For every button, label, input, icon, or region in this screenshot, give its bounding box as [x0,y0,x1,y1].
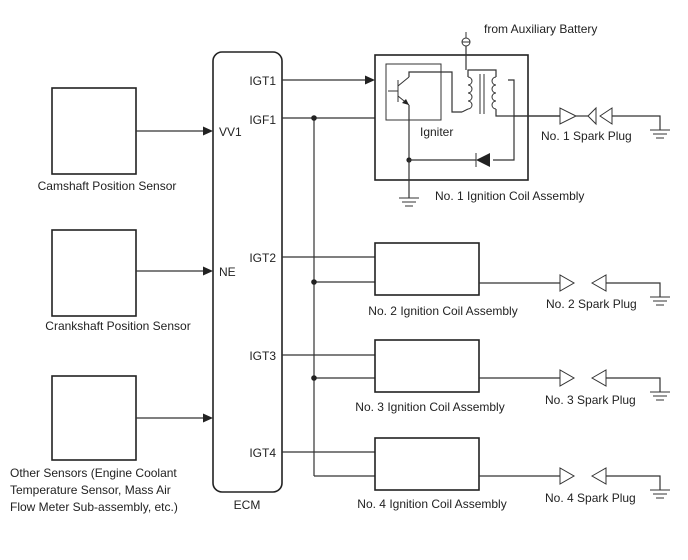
vv1-arrow [203,126,213,136]
coil1-ground-icon [399,197,419,207]
transistor-emitter-arrow [402,99,409,105]
ecm: ECM VV1 NE IGT1 IGF1 IGT2 IGT3 IGT4 [212,51,283,512]
crankshaft-sensor-label: Crankshaft Position Sensor [45,319,190,333]
spark-plug-4-label: No. 4 Spark Plug [545,491,636,505]
spark-plug-2-label: No. 2 Spark Plug [546,297,637,311]
spark-plug-3-ground-wire [606,377,661,392]
other-sensors-label-line-3: Flow Meter Sub-assembly, etc.) [10,500,178,514]
other-sensors-label-line-1: Other Sensors (Engine Coolant [10,466,177,480]
ecm-box [212,51,283,493]
spark-plug-4-electrode-right [590,467,607,485]
igt1-arrow [365,75,375,85]
spark-plug-3-label: No. 3 Spark Plug [545,393,636,407]
crankshaft-sensor-box [51,229,137,317]
ne-arrow [203,266,213,276]
coil3-box [374,339,480,393]
ignition-coil-1: Igniter from Auxiliary Battery [374,22,597,207]
spark-plug-2: No. 2 Spark Plug [479,274,670,311]
ignition-coil-3: No. 3 Ignition Coil Assembly [355,339,505,414]
igniter-box [385,63,442,121]
secondary-return-wire [493,79,515,161]
igf1-junction [311,115,317,121]
ecm-input-vv1: VV1 [219,125,242,139]
spark-plug-3-electrode-left [559,369,576,387]
primary-bottom-lead [461,108,469,113]
ecm-output-wiring [282,75,375,477]
transistor-symbol [388,76,410,106]
ecm-input-ne: NE [219,265,236,279]
primary-winding [467,76,473,110]
camshaft-sensor-box [51,87,137,175]
spark-plug-1-label: No. 1 Spark Plug [541,129,632,143]
other-sensors-label-line-2: Temperature Sensor, Mass Air [10,483,171,497]
spark-plug-4-electrode-left [559,467,576,485]
spark-plug-2-electrode-right [590,274,607,292]
other-sensors: Other Sensors (Engine Coolant Temperatur… [10,375,178,514]
spark-plug-1-ground-wire [612,115,661,130]
spark-plug-1-electrode-right [599,107,613,125]
camshaft-sensor-label: Camshaft Position Sensor [38,179,177,193]
igniter-label: Igniter [420,125,453,139]
spark-plug-3-electrode-right [590,369,607,387]
other-arrow [203,413,213,423]
ecm-output-igt4: IGT4 [249,446,276,460]
coil4-box [374,437,480,491]
coil2-box [374,242,480,296]
igf-junction-coil2 [311,279,317,285]
ecm-label: ECM [234,498,261,512]
ecm-output-igt2: IGT2 [249,251,276,265]
crankshaft-position-sensor: Crankshaft Position Sensor [45,229,191,333]
coil-top-bridge [467,69,497,77]
coil1-label: No. 1 Ignition Coil Assembly [435,189,584,203]
spark-plug-4: No. 4 Spark Plug [479,467,670,505]
sensor-signal-lines [136,126,213,423]
battery-supply-label: from Auxiliary Battery [484,22,597,36]
spark-plug-2-electrode-left [559,274,576,292]
transistor-collector [397,76,410,87]
coil2-label: No. 2 Ignition Coil Assembly [368,304,517,318]
spark-plug-2-ground-wire [606,282,661,297]
ecm-output-igt1: IGT1 [249,74,276,88]
coil3-label: No. 3 Ignition Coil Assembly [355,400,504,414]
other-sensors-box [51,375,137,461]
ignition-coil-2: No. 2 Ignition Coil Assembly [368,242,518,318]
spark-plug-1-electrode-mid [587,106,597,126]
spark-plug-1-electrode-left [559,107,578,125]
secondary-winding [491,76,497,110]
ecm-output-igt3: IGT3 [249,349,276,363]
igf-junction-coil3 [311,375,317,381]
spark-plug-1: No. 1 Spark Plug [514,106,670,143]
spark-plug-4-ground-wire [606,475,661,490]
camshaft-position-sensor: Camshaft Position Sensor [38,87,177,193]
ecm-output-igf1: IGF1 [249,113,276,127]
coil4-label: No. 4 Ignition Coil Assembly [357,497,506,511]
spark-plug-3: No. 3 Spark Plug [479,369,670,407]
diode-icon [476,153,490,167]
ignition-coil-4: No. 4 Ignition Coil Assembly [357,437,507,511]
collector-to-primary-wire [408,71,462,113]
